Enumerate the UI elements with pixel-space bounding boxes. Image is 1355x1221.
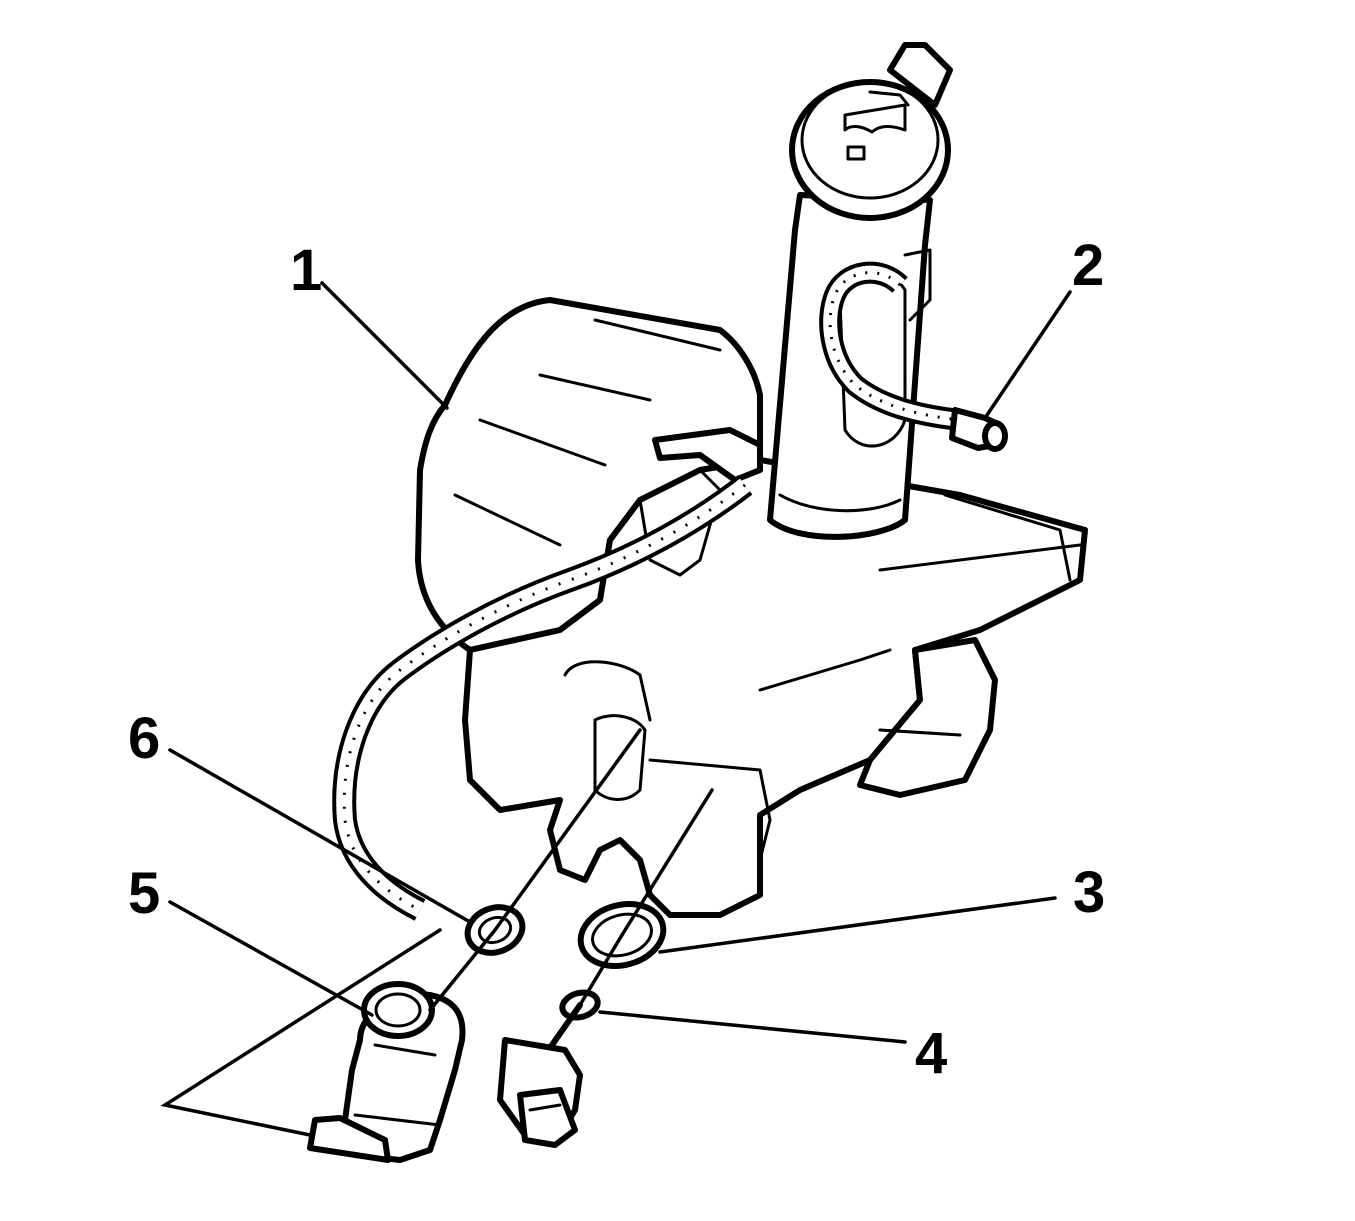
install-path-lines bbox=[428, 728, 714, 1012]
level-sensor bbox=[497, 1002, 583, 1148]
wiring-harness bbox=[332, 475, 753, 921]
leader-line-2 bbox=[983, 290, 1072, 420]
callout-4: 4 bbox=[915, 1021, 947, 1086]
leader-line-3 bbox=[658, 896, 1057, 954]
callouts: 1 2 3 4 5 6 bbox=[128, 233, 1105, 1086]
reservoir-tank bbox=[415, 297, 1088, 918]
cap-detail-icon bbox=[846, 145, 866, 161]
callout-5: 5 bbox=[128, 861, 160, 926]
washer-pump bbox=[307, 981, 466, 1163]
filler-cap bbox=[789, 42, 953, 221]
callout-3: 3 bbox=[1073, 860, 1105, 925]
leader-line-1 bbox=[320, 281, 449, 410]
washer-hose bbox=[819, 261, 1008, 452]
callout-1: 1 bbox=[290, 238, 322, 303]
leader-line-4 bbox=[598, 1010, 907, 1044]
wiper-icon bbox=[843, 103, 907, 134]
leader-line-6 bbox=[168, 748, 472, 924]
callout-6: 6 bbox=[128, 706, 160, 771]
callout-2: 2 bbox=[1072, 233, 1104, 298]
pump-bracket-leader bbox=[160, 928, 442, 1137]
leader-lines bbox=[168, 281, 1072, 1044]
leader-line-5 bbox=[168, 900, 374, 1017]
